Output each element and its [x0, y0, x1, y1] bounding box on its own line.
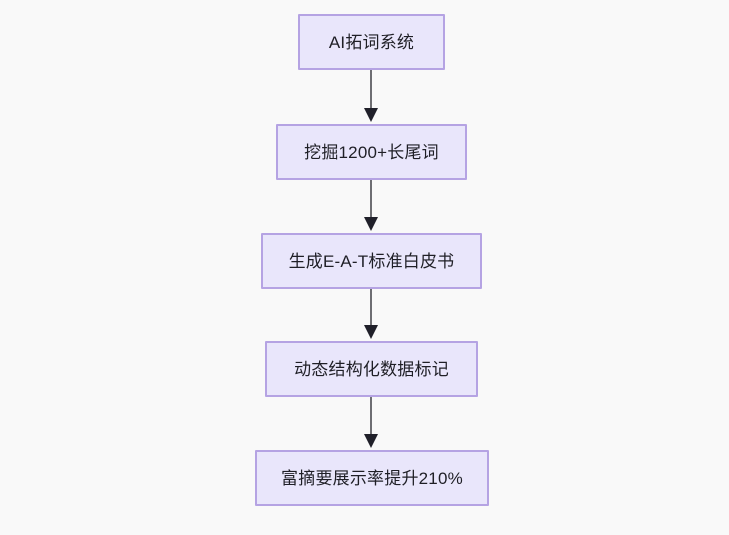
- flow-node-label: 挖掘1200+长尾词: [304, 142, 439, 162]
- edge-n4-n5: [364, 397, 378, 448]
- flow-node-dynamic-structured-data-markup[interactable]: 动态结构化数据标记: [265, 341, 478, 397]
- edge-n1-n2: [364, 70, 378, 122]
- flow-node-label: 动态结构化数据标记: [294, 359, 449, 379]
- edge-n2-n3: [364, 180, 378, 231]
- flow-node-rich-snippet-rate-increase[interactable]: 富摘要展示率提升210%: [255, 450, 489, 506]
- flow-node-mine-longtail-keywords[interactable]: 挖掘1200+长尾词: [276, 124, 467, 180]
- flow-node-label: 生成E-A-T标准白皮书: [288, 251, 455, 271]
- flow-node-label: 富摘要展示率提升210%: [281, 468, 463, 488]
- edge-n3-n4: [364, 289, 378, 339]
- flow-node-label: AI拓词系统: [328, 32, 415, 52]
- flow-node-ai-keyword-system[interactable]: AI拓词系统: [298, 14, 445, 70]
- flow-node-generate-eat-whitepaper[interactable]: 生成E-A-T标准白皮书: [261, 233, 482, 289]
